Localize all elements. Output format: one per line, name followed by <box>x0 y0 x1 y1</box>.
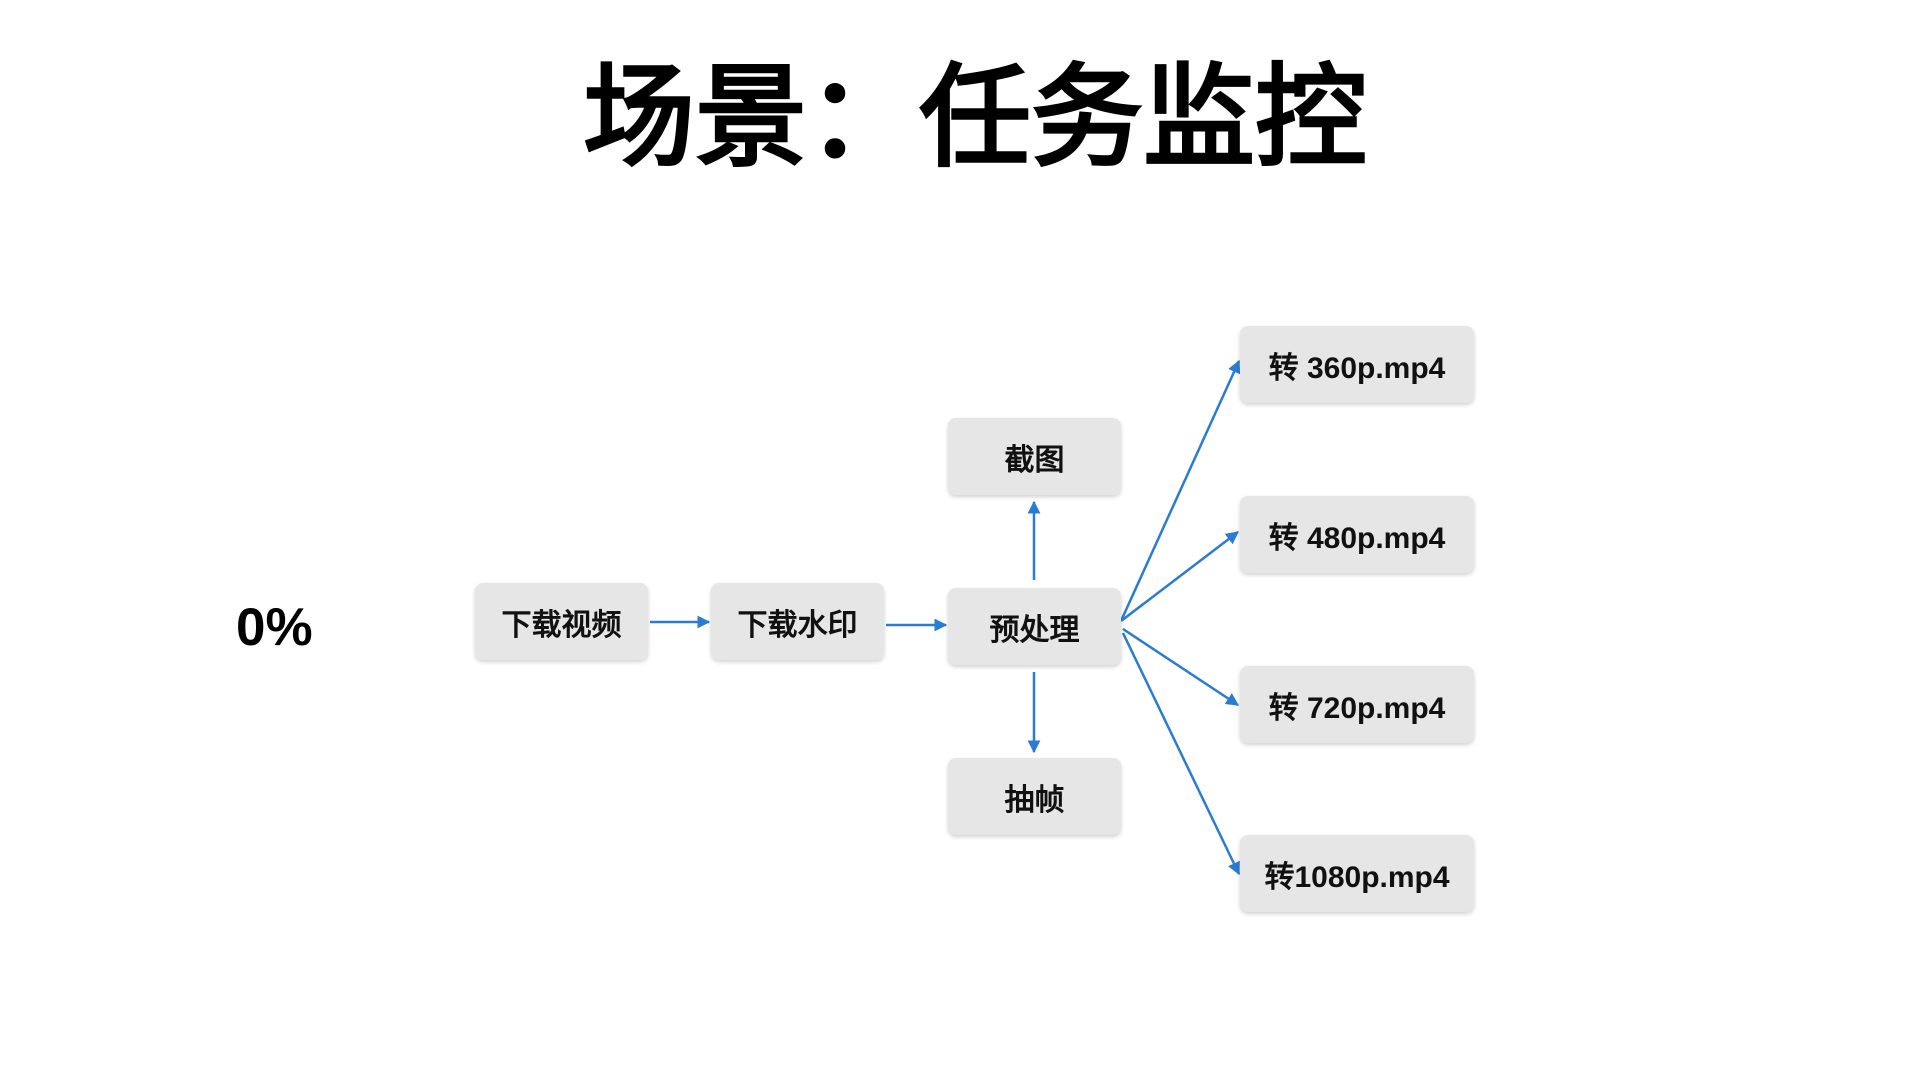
node-download-watermark: 下载水印 <box>711 583 884 660</box>
node-preprocess: 预处理 <box>948 588 1121 665</box>
node-transcode-360p: 转 360p.mp4 <box>1240 326 1474 403</box>
arrow-preprocess-to-480p <box>1120 531 1240 622</box>
arrow-preprocess-to-360p <box>1119 359 1241 622</box>
node-transcode-720p: 转 720p.mp4 <box>1240 666 1474 743</box>
arrow-preprocess-to-1080p <box>1121 632 1241 876</box>
node-extract-frames: 抽帧 <box>948 758 1121 835</box>
node-download-video: 下载视频 <box>475 583 648 660</box>
arrow-preprocess-to-720p <box>1122 627 1240 707</box>
node-screenshot: 截图 <box>948 418 1121 495</box>
slide-title: 场景：任务监控 <box>583 55 1367 180</box>
progress-percent: 0% <box>236 598 313 657</box>
node-transcode-480p: 转 480p.mp4 <box>1240 496 1474 573</box>
node-transcode-1080p: 转1080p.mp4 <box>1240 835 1474 912</box>
